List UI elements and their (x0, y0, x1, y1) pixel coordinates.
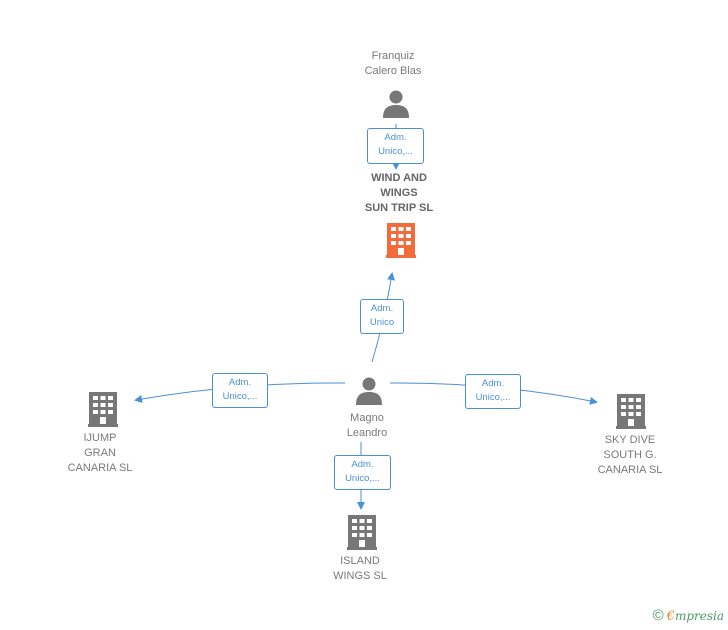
building-icon[interactable] (386, 222, 416, 258)
copyright-icon: © (652, 607, 664, 624)
building-icon[interactable] (347, 514, 377, 550)
building-icon[interactable] (88, 391, 118, 427)
person-label-magno[interactable]: Magno Leandro (346, 412, 388, 439)
person-icon[interactable] (354, 375, 384, 405)
person-icon[interactable] (381, 88, 411, 118)
company-label-ijump[interactable]: IJUMP GRAN CANARIA SL (67, 432, 133, 474)
company-label-wind-and-wings[interactable]: WIND AND WINGS SUN TRIP SL (364, 172, 434, 214)
company-label-skydive[interactable]: SKY DIVE SOUTH G. CANARIA SL (597, 434, 663, 476)
relation-badge-magno-wind[interactable]: Adm. Unico (360, 299, 404, 334)
person-label-franquiz[interactable]: Franquiz Calero Blas (364, 50, 422, 77)
brand-footer: ©€mpresia (653, 607, 724, 624)
brand-initial: € (666, 609, 675, 624)
relation-badge-magno-skydive[interactable]: Adm. Unico,... (465, 374, 521, 409)
building-icon[interactable] (616, 393, 646, 429)
company-label-island-wings[interactable]: ISLAND WINGS SL (333, 555, 387, 582)
relation-badge-franquiz-wind[interactable]: Adm. Unico,... (367, 128, 424, 164)
relation-badge-magno-island[interactable]: Adm. Unico,... (334, 455, 391, 490)
relation-badge-magno-ijump[interactable]: Adm. Unico,... (212, 373, 268, 408)
brand-name: mpresia (674, 609, 724, 623)
